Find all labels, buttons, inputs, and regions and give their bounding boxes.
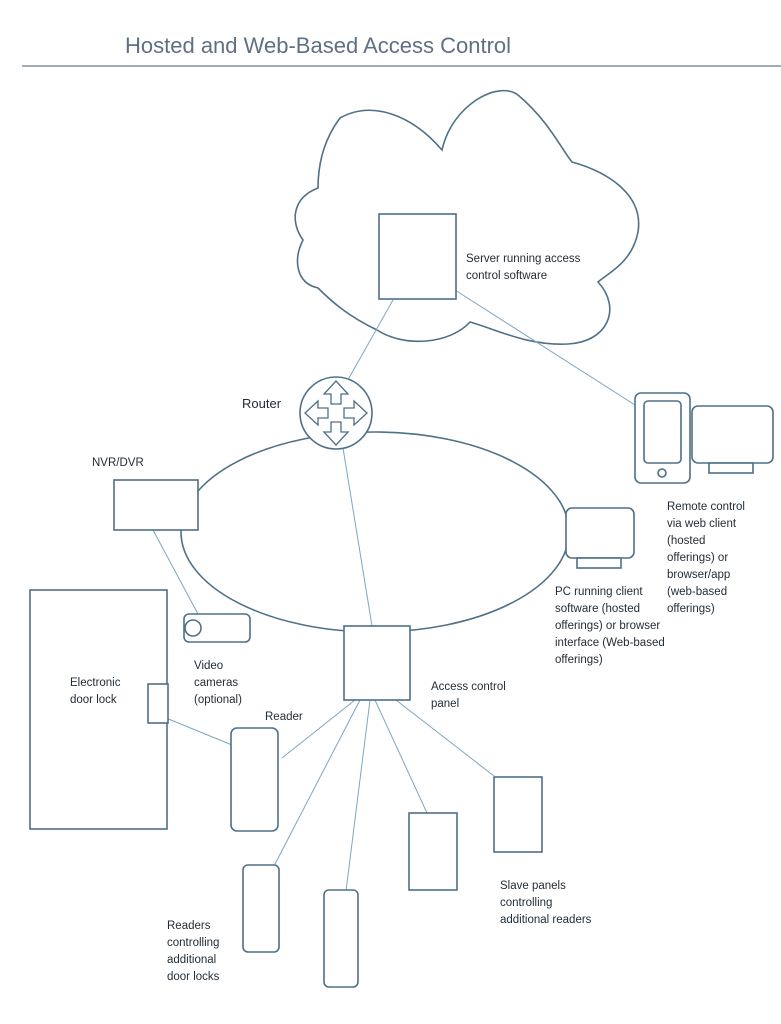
pc-monitor-icon: [565, 507, 635, 569]
readers-label: Readers controlling additional door lock…: [167, 920, 223, 983]
desktop-monitor-icon: [691, 405, 774, 474]
router-icon: [299, 376, 373, 450]
pc-label: PC running client software (hosted offer…: [555, 586, 668, 666]
additional-reader-2: [323, 889, 359, 988]
slave-panel-1: [408, 812, 458, 891]
door-lock-label: Electronic door lock: [70, 677, 124, 706]
reader-label: Reader: [265, 711, 303, 723]
camera-icon: [183, 613, 251, 643]
remote-control-label: Remote control via web client (hosted of…: [667, 501, 748, 615]
connector-lines: [152, 289, 636, 892]
nvr-box: [113, 479, 199, 531]
network-ellipse: [180, 431, 570, 633]
door-box: [29, 589, 168, 830]
cloud-shape: [294, 89, 640, 345]
nvr-label: NVR/DVR: [92, 457, 144, 469]
access-panel-label: Access control panel: [431, 681, 509, 710]
additional-reader-1: [242, 864, 280, 953]
server-box: [378, 213, 457, 300]
smartphone-icon: [634, 392, 691, 484]
diagram-title: Hosted and Web-Based Access Control: [125, 33, 511, 58]
slave-panel-2: [493, 776, 543, 853]
access-panel-box: [343, 625, 411, 701]
router-label: Router: [242, 396, 282, 411]
reader-device: [230, 727, 279, 832]
cameras-label: Video cameras (optional): [194, 660, 242, 706]
slave-panels-label: Slave panels controlling additional read…: [500, 880, 592, 926]
server-label: Server running access control software: [466, 253, 584, 282]
door-lock-box: [147, 683, 169, 724]
